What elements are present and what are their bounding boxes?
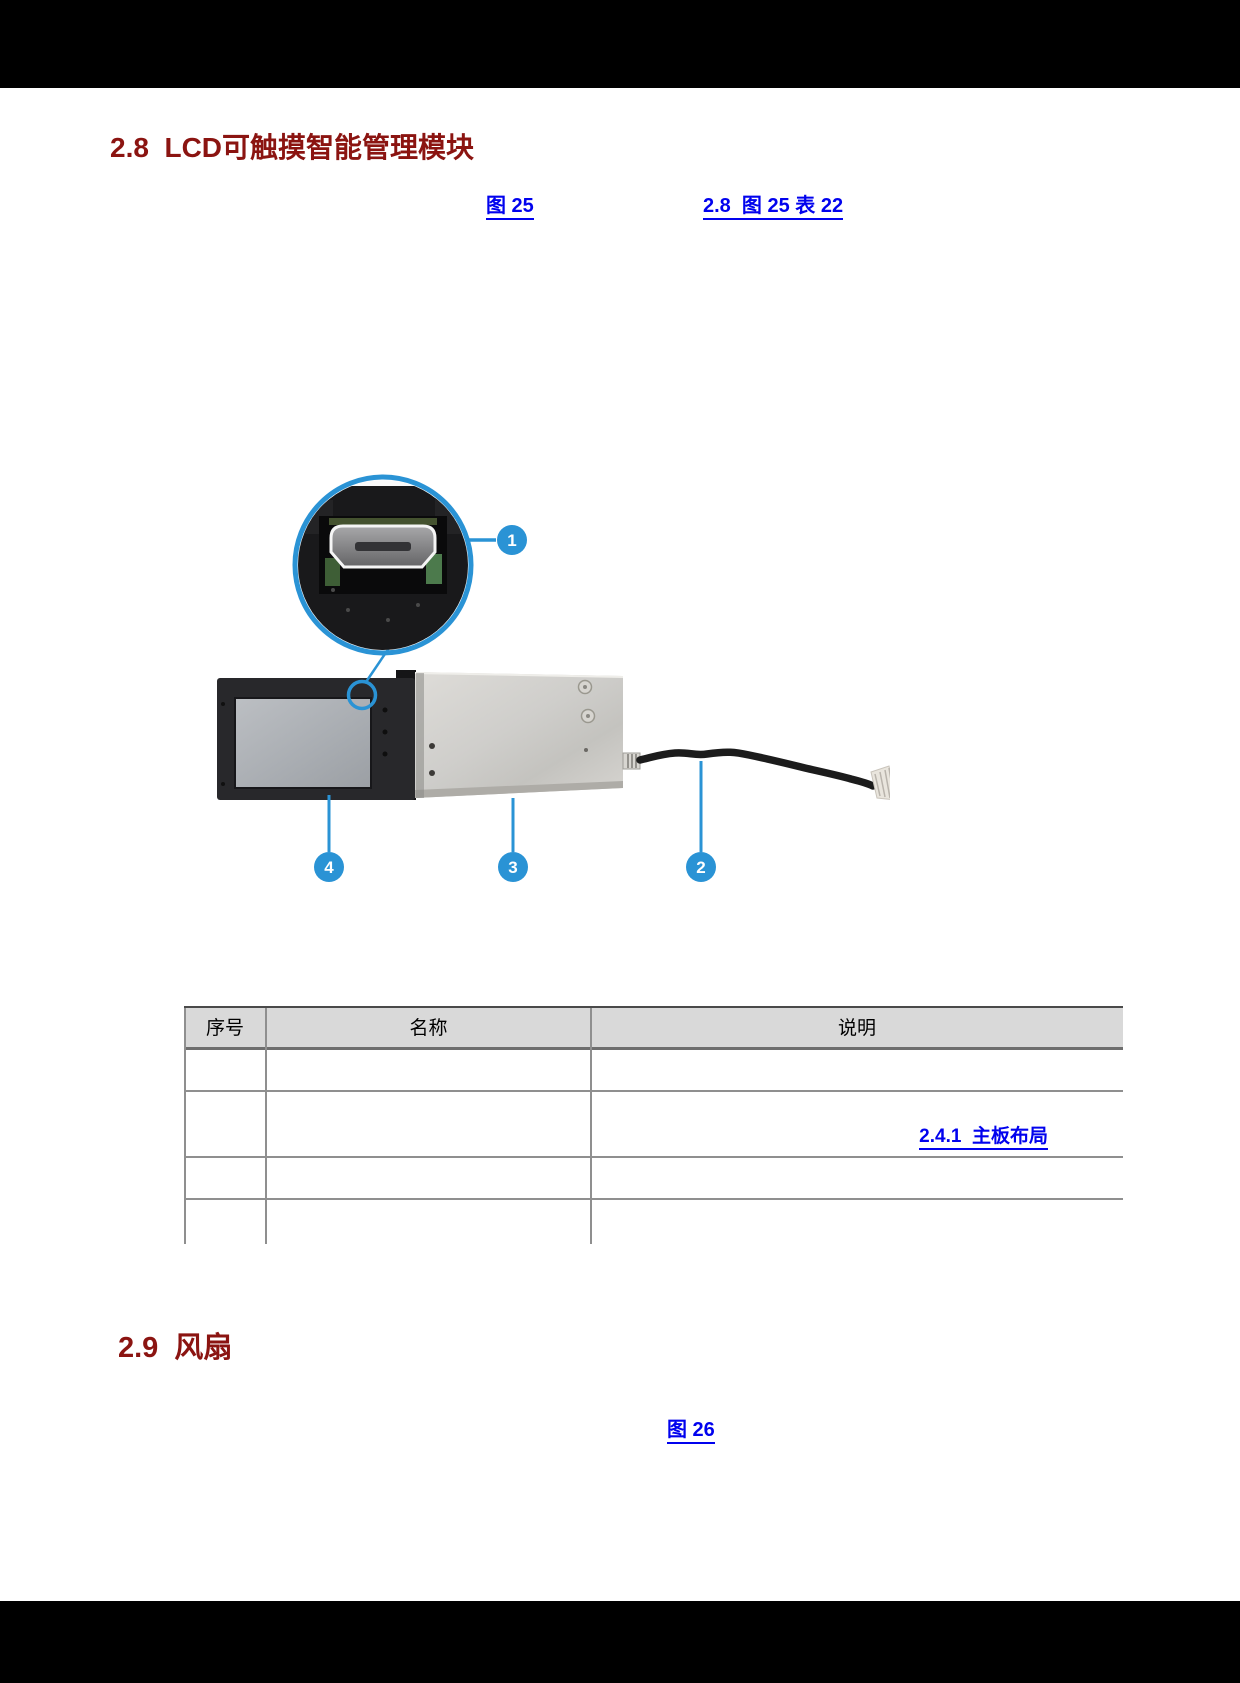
chassis-hole	[584, 748, 588, 752]
table-header-bottom-border	[184, 1047, 1123, 1050]
cable-end-connector	[870, 765, 890, 800]
chassis-shadow	[416, 673, 424, 798]
figure-26-link[interactable]: 图 26	[667, 1419, 715, 1444]
table-column-border	[265, 1008, 267, 1244]
usb-closeup-photo	[298, 480, 468, 650]
screw-center	[586, 714, 590, 718]
svg-text:1: 1	[507, 531, 516, 550]
svg-text:3: 3	[508, 858, 517, 877]
table-row-border	[184, 1156, 1123, 1158]
table-border-left	[184, 1008, 186, 1244]
callout-badge-4: 4	[314, 852, 344, 882]
screw-center	[583, 685, 587, 689]
lcd-screen	[234, 697, 372, 789]
bezel-dot	[221, 702, 225, 706]
chassis-top-highlight	[414, 672, 624, 678]
bezel-dot	[382, 707, 388, 713]
table-row-border	[184, 1198, 1123, 1200]
table-row-border	[184, 1090, 1123, 1092]
table-column-border	[590, 1008, 592, 1244]
callout-badge-1: 1	[497, 525, 527, 555]
chassis-bottom-edge	[415, 781, 623, 798]
signal-cable	[636, 748, 877, 790]
bottom-black-bar	[0, 1601, 1240, 1683]
bezel-dot	[382, 751, 388, 757]
motherboard-layout-link[interactable]: 2.4.1 主板布局	[919, 1126, 1048, 1150]
lcd-module-figure: 4 3 2	[183, 470, 890, 892]
svg-text:2: 2	[696, 858, 705, 877]
callout-badge-2: 2	[686, 852, 716, 882]
table-header-mingcheng: 名称	[409, 1018, 448, 1039]
callout-lines	[327, 761, 703, 852]
section-2-8-table-22-link[interactable]: 2.8 图 25 表 22	[703, 195, 844, 220]
table-header-xuhao: 序号	[205, 1018, 244, 1039]
table-border-top	[184, 1006, 1123, 1008]
metal-chassis	[415, 672, 623, 798]
usb-port-ring	[346, 679, 378, 711]
bezel-dot	[382, 729, 388, 735]
figure-25-link[interactable]: 图 25	[486, 195, 534, 220]
table-header-row	[184, 1008, 1123, 1049]
svg-text:4: 4	[324, 858, 334, 877]
callout-badge-3: 3	[498, 852, 528, 882]
magnifier-circle	[292, 474, 474, 656]
section-heading-2-8: 2.8 LCD可触摸智能管理模块	[110, 132, 475, 163]
chassis-hole	[429, 743, 435, 749]
bezel-dot	[221, 782, 225, 786]
top-black-bar	[0, 0, 1240, 88]
section-heading-2-9: 2.9 风扇	[118, 1332, 233, 1364]
table-header-shuoming: 说明	[837, 1018, 876, 1039]
chassis-hole	[429, 770, 435, 776]
